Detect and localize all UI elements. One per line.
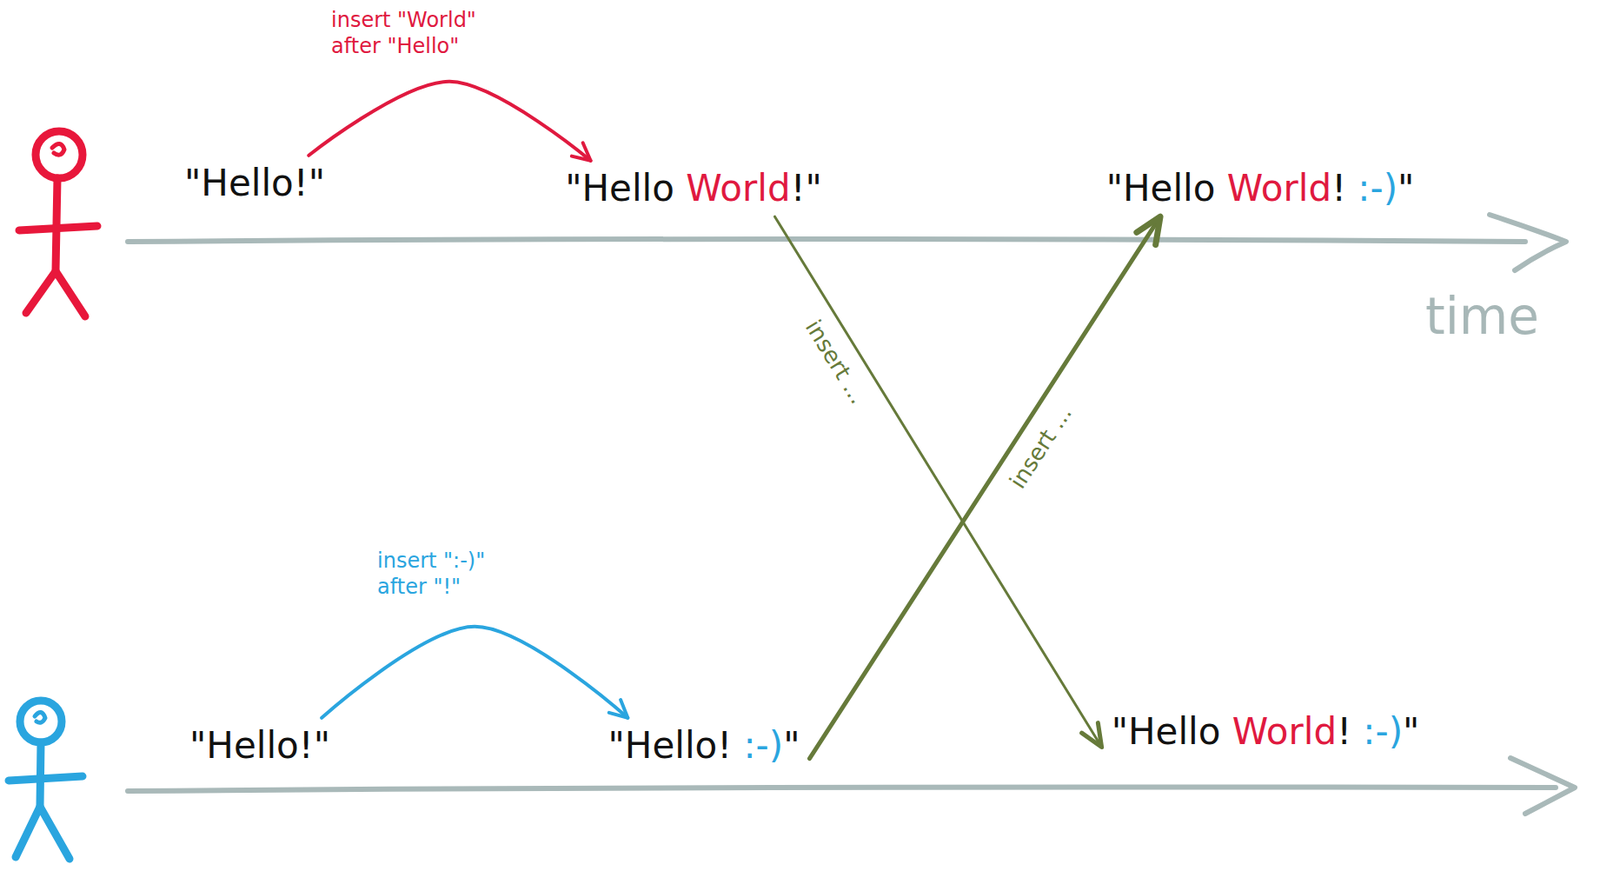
document-text: "Hello World!" bbox=[564, 166, 823, 211]
time-axis bbox=[127, 214, 1575, 814]
time-axis-line bbox=[127, 239, 1526, 242]
document-state: "Hello World! :-)" bbox=[1104, 706, 1428, 757]
axis-label: time bbox=[1425, 285, 1540, 349]
text-run: " bbox=[1397, 166, 1415, 210]
text-run: "Hello bbox=[1111, 710, 1233, 753]
axis-arrowhead bbox=[1489, 214, 1567, 271]
operation-arrow bbox=[321, 626, 628, 718]
stick-figure bbox=[19, 131, 98, 317]
text-run: " bbox=[1402, 710, 1420, 753]
text-run: " bbox=[783, 723, 800, 767]
operation-arrow bbox=[809, 216, 1162, 758]
operation-label: insert ... bbox=[1001, 397, 1080, 497]
stick-figure bbox=[8, 700, 83, 859]
document-state: "Hello!" bbox=[182, 720, 338, 771]
text-run: "Hello bbox=[564, 166, 686, 210]
figure-arms bbox=[8, 776, 83, 781]
operation-label: insert ... bbox=[796, 312, 874, 412]
document-state: "Hello!" bbox=[177, 158, 332, 209]
axis-arrowhead bbox=[1510, 757, 1575, 814]
figure-body bbox=[39, 742, 41, 807]
text-run: World bbox=[1227, 166, 1332, 210]
figure-legs bbox=[15, 806, 70, 859]
text-run: :-) bbox=[1362, 710, 1403, 753]
text-run: World bbox=[1232, 710, 1337, 753]
figure-face bbox=[34, 711, 46, 723]
figure-face bbox=[52, 143, 65, 155]
document-text: "Hello! :-)" bbox=[608, 723, 801, 768]
text-run: :-) bbox=[1357, 166, 1398, 210]
document-state: "Hello World!" bbox=[557, 163, 830, 214]
text-run: World bbox=[685, 166, 791, 210]
text-run: "Hello!" bbox=[184, 161, 326, 205]
text-run: !" bbox=[790, 166, 823, 210]
text-run: ! bbox=[1331, 166, 1358, 210]
document-state: "Hello World! :-)" bbox=[1099, 163, 1422, 214]
text-run: :-) bbox=[743, 723, 784, 767]
figure-head bbox=[35, 131, 83, 179]
text-run: "Hello! bbox=[608, 723, 744, 767]
figure-head bbox=[19, 700, 62, 743]
document-text: "Hello World! :-)" bbox=[1106, 166, 1415, 211]
figure-legs bbox=[26, 271, 86, 317]
time-axis-line bbox=[127, 787, 1556, 792]
document-text: "Hello World! :-)" bbox=[1111, 710, 1421, 754]
figure-arms bbox=[19, 225, 98, 231]
document-state: "Hello! :-)" bbox=[601, 720, 808, 771]
text-run: "Hello bbox=[1106, 166, 1228, 210]
operation-arrow bbox=[774, 216, 1102, 747]
text-run: "Hello!" bbox=[189, 723, 331, 767]
operation-label: insert ":-)" after "!" bbox=[377, 547, 517, 600]
document-text: "Hello!" bbox=[189, 723, 331, 768]
text-run: ! bbox=[1336, 710, 1363, 753]
document-text: "Hello!" bbox=[184, 161, 326, 206]
operation-arrow bbox=[308, 81, 591, 161]
operation-label: insert "World" after "Hello" bbox=[331, 6, 518, 60]
